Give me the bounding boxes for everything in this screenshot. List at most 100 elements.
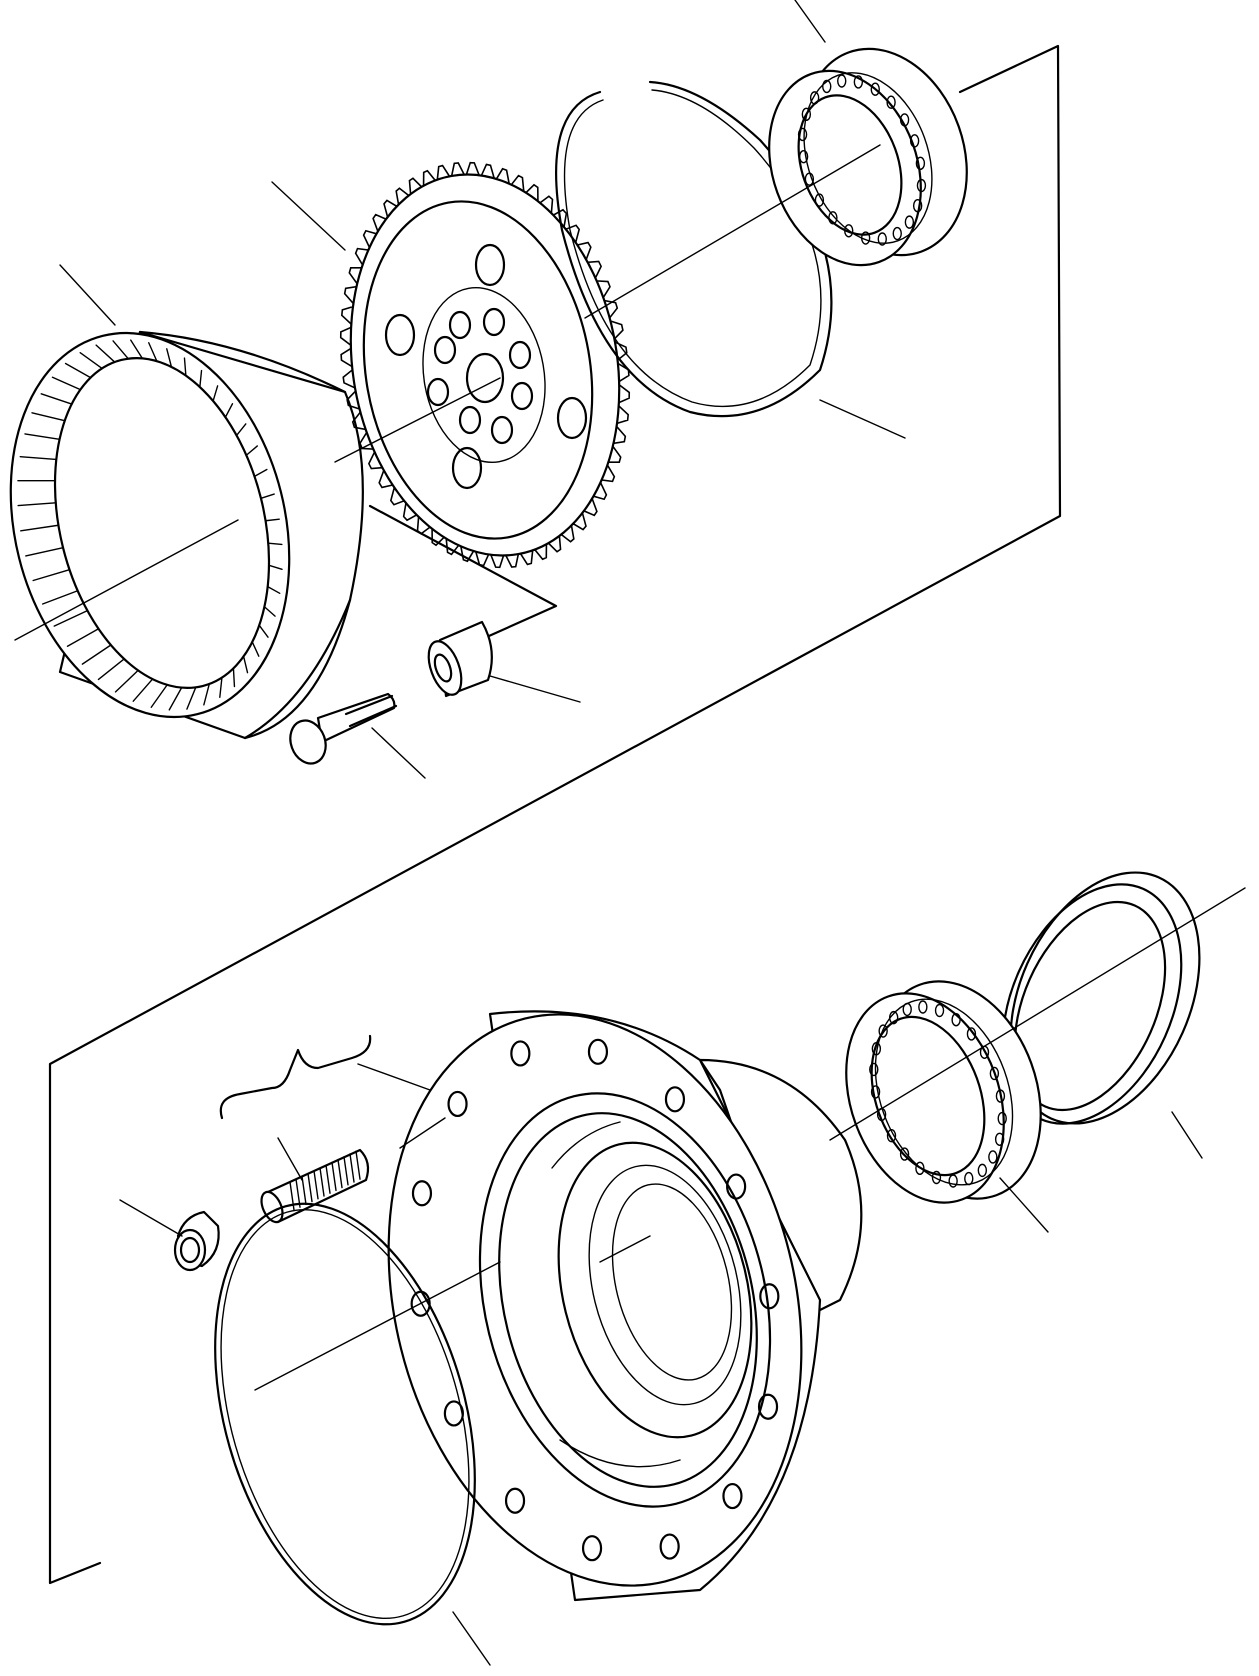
bearing-roller [800, 151, 808, 163]
bearing-roller [905, 216, 913, 228]
ring-tooth [187, 687, 196, 709]
bearing-roller [879, 1025, 887, 1037]
bearing-roller [916, 1162, 924, 1174]
carrier-gear-teeth [341, 163, 630, 568]
bearing-roller [845, 225, 853, 237]
ring-tooth [169, 688, 181, 710]
bearing-roller [901, 1148, 909, 1160]
hub-bolt-hole [445, 1401, 463, 1425]
ring-tooth [266, 519, 280, 521]
hub-bolt-hole [449, 1092, 467, 1116]
ring-tooth [43, 591, 78, 604]
stud [257, 1150, 368, 1225]
ring-tooth [225, 404, 232, 417]
seal-ring [968, 843, 1237, 1153]
bearing-roller [978, 1164, 986, 1176]
bearing-roller [815, 194, 823, 206]
bearing-roller [916, 157, 924, 169]
ring-tooth [204, 684, 209, 705]
ring-tooth [184, 358, 185, 375]
stud-thread [320, 1168, 324, 1196]
ring-tooth [264, 607, 275, 616]
ring-tooth [116, 670, 139, 691]
ring-tooth [220, 678, 222, 698]
bearing-roller [870, 1063, 878, 1075]
hub-bolt-hole [723, 1484, 741, 1508]
ring-tooth [149, 343, 157, 361]
bearing-bottom [819, 958, 1070, 1225]
bearing-roller [932, 1172, 940, 1184]
ring-tooth [26, 548, 63, 556]
bearing-roller [854, 76, 862, 88]
bearing-roller [802, 108, 810, 120]
ring-tooth [33, 570, 69, 581]
stud-thread [356, 1151, 360, 1179]
bearing-roller [872, 1086, 880, 1098]
hub-bolt-hole [583, 1536, 601, 1560]
hub-bolt-hole [511, 1041, 529, 1065]
axis-lines [15, 145, 1245, 1390]
ring-tooth [113, 341, 128, 359]
callout-leader-lines [60, 0, 1202, 1665]
bearing-roller [890, 1012, 898, 1024]
ring-tooth [25, 434, 60, 439]
ring-tooth [21, 525, 59, 531]
hub-bolt-hole [506, 1489, 524, 1513]
bearing-roller [829, 212, 837, 224]
bearing-roller [862, 232, 870, 244]
hub-bolt-hole [727, 1175, 745, 1199]
bearing-roller [893, 228, 901, 240]
ring-tooth [32, 413, 65, 421]
bearing-roller [996, 1090, 1004, 1102]
ring-tooth [80, 353, 102, 369]
ring-gear-teeth [18, 340, 282, 710]
ring-tooth [68, 629, 99, 646]
ring-tooth [237, 424, 246, 436]
bearing-top [743, 26, 994, 287]
bearing-roller [949, 1175, 957, 1187]
ring-tooth [252, 642, 259, 656]
ring-tooth [167, 349, 172, 367]
ring-tooth [269, 565, 282, 569]
bearing-roller [917, 180, 925, 192]
stud-thread [296, 1179, 300, 1207]
bearing-roller [952, 1014, 960, 1026]
stud-thread [344, 1157, 348, 1185]
ring-tooth [233, 668, 234, 686]
ring-tooth [246, 446, 257, 455]
bearing-bottom-rollers [870, 1001, 1006, 1187]
ring-tooth [213, 386, 218, 401]
ring-tooth [52, 377, 80, 389]
bearing-roller [823, 80, 831, 92]
stud-thread [302, 1176, 306, 1204]
bearing-roller [878, 233, 886, 245]
bearing-roller [805, 173, 813, 185]
ring-tooth [261, 494, 274, 498]
ring-tooth [259, 625, 268, 637]
bolt [285, 694, 396, 768]
stud-thread [314, 1171, 318, 1199]
bearing-roller [936, 1004, 944, 1016]
ring-tooth [54, 611, 87, 627]
bearing-roller [811, 92, 819, 104]
bearing-roller [799, 128, 807, 140]
stud-thread [326, 1165, 330, 1193]
ring-tooth [96, 345, 115, 362]
ring-tooth [151, 685, 167, 707]
bearing-roller [996, 1133, 1004, 1145]
planet-carrier-gear [322, 153, 649, 577]
ring-tooth [18, 503, 56, 506]
stud-threads [290, 1151, 360, 1210]
ring-gear [0, 303, 363, 747]
ring-tooth [268, 587, 280, 594]
bearing-roller [872, 1043, 880, 1055]
bearing-roller [965, 1173, 973, 1185]
stud-thread [308, 1174, 312, 1202]
bearing-roller [989, 1151, 997, 1163]
hub-bolt-hole [589, 1040, 607, 1064]
nut [175, 1212, 219, 1270]
ring-tooth [200, 371, 202, 387]
ring-tooth [66, 363, 91, 377]
bearing-roller [901, 114, 909, 126]
